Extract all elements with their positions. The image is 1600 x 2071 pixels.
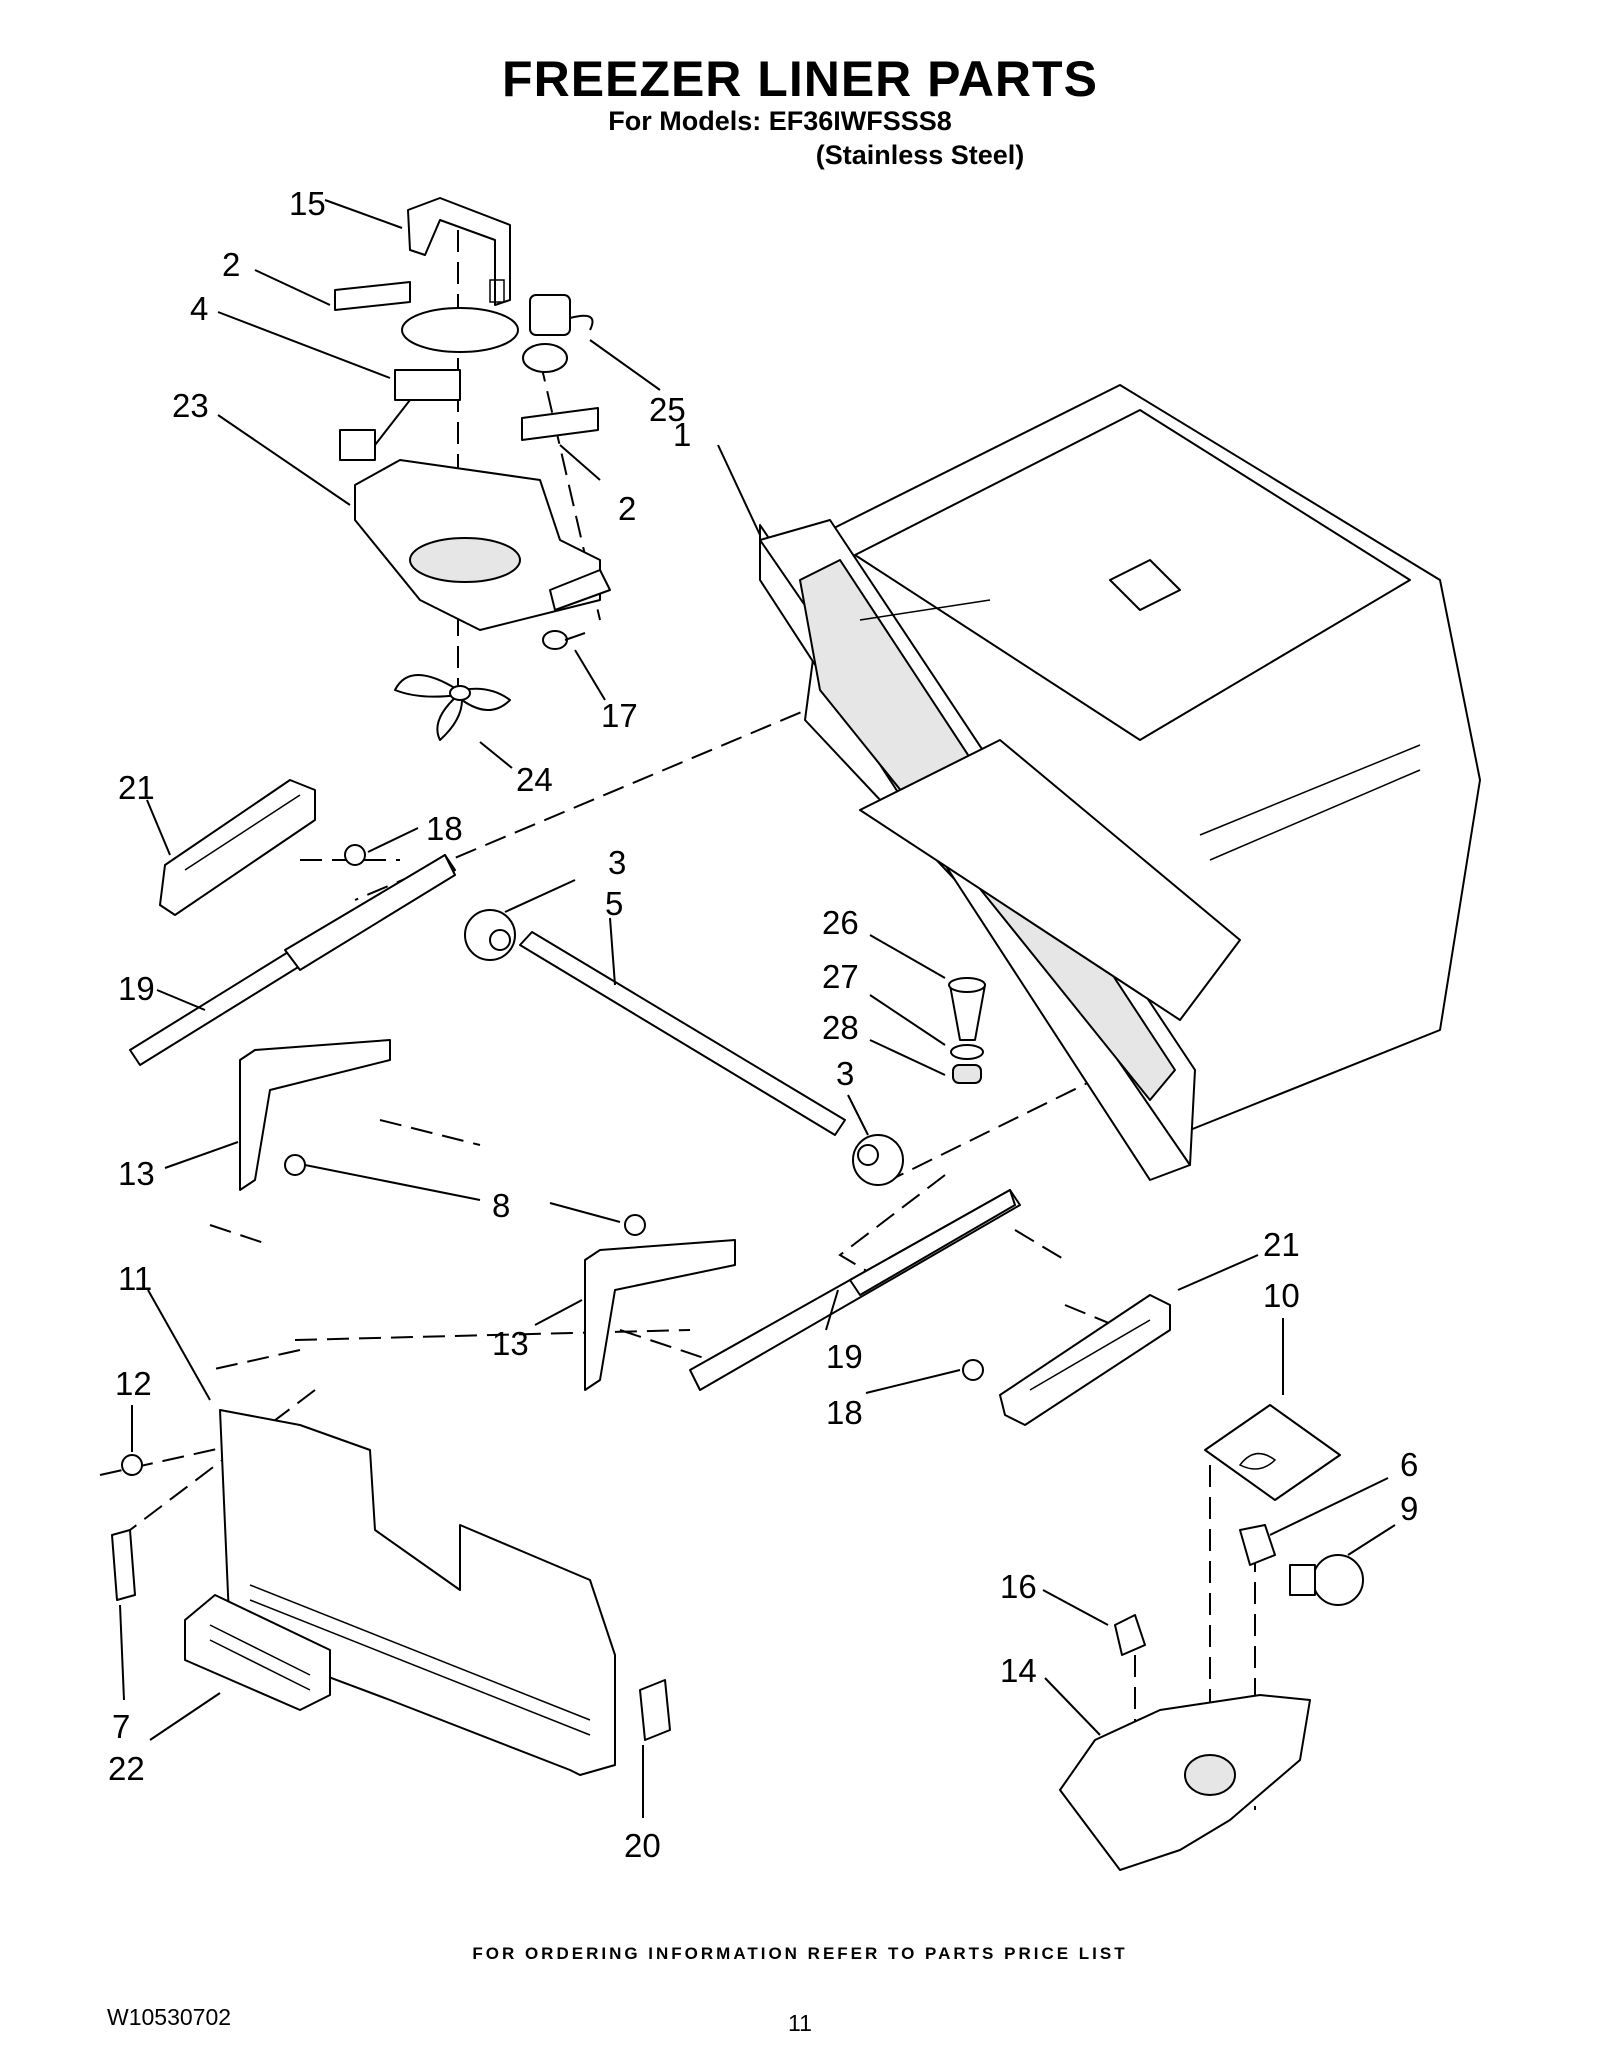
- light-shield: [1204, 1404, 1341, 1501]
- pinion-gear-top: [464, 909, 516, 961]
- fan-bracket: [407, 197, 511, 306]
- leader-lines: [119, 199, 1396, 1818]
- callout-24: 24: [516, 761, 553, 798]
- page-title: FREEZER LINER PARTS: [502, 51, 1098, 107]
- callout-15: 15: [289, 185, 326, 222]
- callout-13a: 13: [118, 1155, 155, 1192]
- air-grille: [184, 1594, 331, 1711]
- callout-labels: 15 2 4 23 25 2 1 17 24 21 18 3 5 26 27 2…: [108, 185, 1418, 1864]
- slide-rail-right: [689, 1189, 1021, 1391]
- light-switch: [1114, 1614, 1146, 1656]
- callout-17: 17: [601, 697, 638, 734]
- callout-19b: 19: [826, 1338, 863, 1375]
- callout-21a: 21: [118, 769, 155, 806]
- callout-27: 27: [822, 958, 859, 995]
- slide-bracket-left: [159, 779, 316, 916]
- callout-5: 5: [605, 885, 623, 922]
- fan-blade: [394, 674, 511, 741]
- callout-2b: 2: [618, 490, 636, 527]
- fan-housing: [354, 459, 611, 631]
- clip-7: [111, 1529, 136, 1601]
- callout-10: 10: [1263, 1277, 1300, 1314]
- callout-18a: 18: [426, 810, 463, 847]
- callout-19a: 19: [118, 970, 155, 1007]
- page-number: 11: [788, 2010, 812, 2036]
- rear-panel: [219, 1409, 616, 1776]
- callout-18b: 18: [826, 1394, 863, 1431]
- lamp-socket: [1239, 1524, 1276, 1566]
- slide-bracket-right: [999, 1294, 1171, 1426]
- screw-17: [542, 630, 586, 650]
- model-finish: (Stainless Steel): [815, 140, 1025, 170]
- freezer-liner: [759, 384, 1481, 1181]
- support-bracket-left: [239, 1039, 391, 1191]
- light-housing: [1059, 1694, 1311, 1871]
- screw-18: [344, 844, 984, 1381]
- callout-16: 16: [1000, 1568, 1037, 1605]
- pinion-shaft: [519, 931, 846, 1136]
- callout-12: 12: [115, 1365, 152, 1402]
- callout-28: 28: [822, 1009, 859, 1046]
- callout-2a: 2: [222, 246, 240, 283]
- support-bracket-right: [584, 1239, 736, 1391]
- fan-motor: [339, 307, 519, 461]
- callout-3a: 3: [608, 844, 626, 881]
- callout-8: 8: [492, 1187, 510, 1224]
- ordering-note: FOR ORDERING INFORMATION REFER TO PARTS …: [472, 1944, 1128, 1963]
- slide-rail-left: [129, 854, 456, 1066]
- model-number: For Models: EF36IWFSSS8: [608, 106, 952, 136]
- screw-12: [121, 1454, 143, 1476]
- callout-6: 6: [1400, 1446, 1418, 1483]
- foam-pads: [334, 281, 599, 441]
- callout-4: 4: [190, 290, 208, 327]
- light-bulb: [1289, 1554, 1364, 1606]
- callout-21b: 21: [1263, 1226, 1300, 1263]
- callout-9: 9: [1400, 1490, 1418, 1527]
- callout-1: 1: [673, 416, 691, 453]
- drain-fitting: [948, 977, 986, 1084]
- document-number: W10530702: [107, 2004, 232, 2030]
- callout-11: 11: [118, 1260, 152, 1297]
- callout-26: 26: [822, 904, 859, 941]
- callout-13b: 13: [492, 1325, 529, 1362]
- callout-25: 25: [649, 391, 686, 428]
- callout-7: 7: [112, 1708, 130, 1745]
- callout-22: 22: [108, 1750, 145, 1787]
- callout-23: 23: [172, 387, 209, 424]
- callout-3b: 3: [836, 1055, 854, 1092]
- callout-20: 20: [624, 1827, 661, 1864]
- screw-8: [284, 1154, 646, 1236]
- thermistor: [522, 294, 594, 373]
- callout-14: 14: [1000, 1652, 1037, 1689]
- seal-strip: [639, 1679, 671, 1741]
- pinion-gear-bottom: [852, 1134, 904, 1186]
